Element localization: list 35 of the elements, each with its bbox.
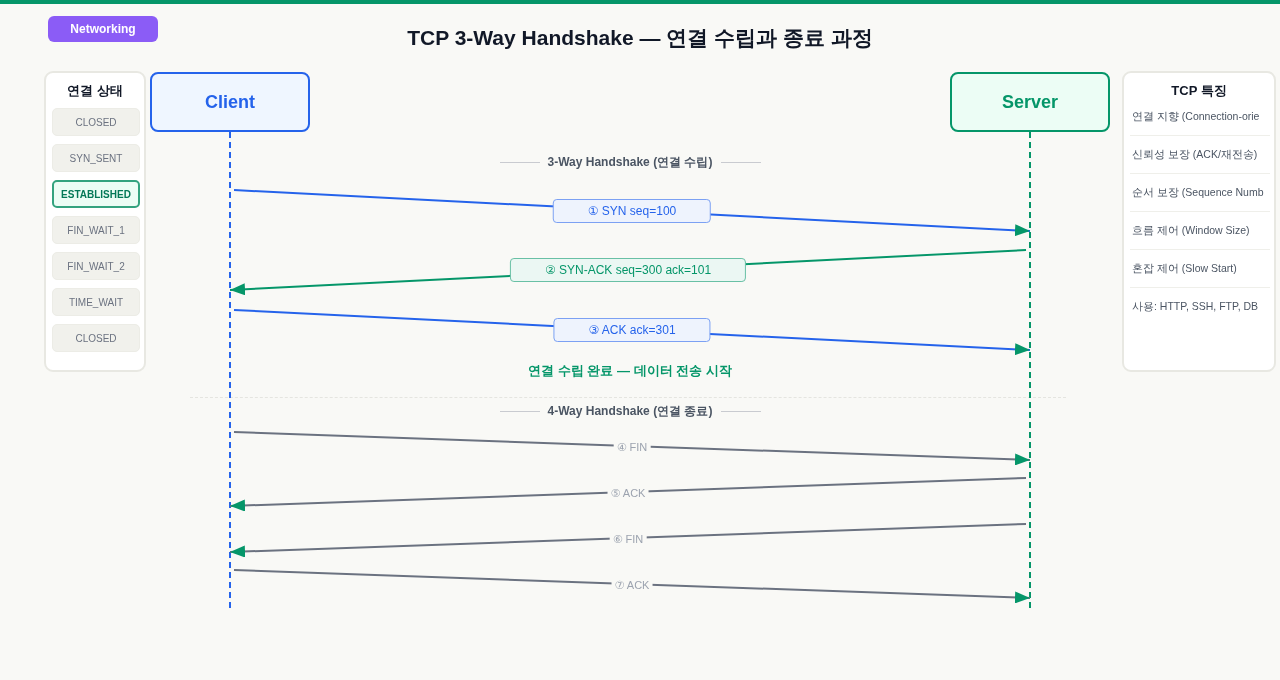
message-label: ⑤ ACK <box>607 486 649 500</box>
arrow <box>229 477 1027 512</box>
state-box: SYN_SENT <box>52 144 140 172</box>
feature-item: 순서 보장 (Sequence Numb <box>1132 185 1264 199</box>
state-box: FIN_WAIT_2 <box>52 252 140 280</box>
diagram-title: TCP 3-Way Handshake — 연결 수립과 종료 과정 <box>407 25 873 51</box>
feature-item: 흐름 제어 (Window Size) <box>1132 223 1250 237</box>
state-box: CLOSED <box>52 108 140 136</box>
arrow <box>233 569 1031 604</box>
participant-box: Client <box>150 72 310 132</box>
section-heading: 4-Way Handshake (연결 종료) <box>547 402 713 420</box>
state-box: TIME_WAIT <box>52 288 140 316</box>
panel-heading: TCP 특징 <box>1171 82 1227 100</box>
section-heading: 3-Way Handshake (연결 수립) <box>547 153 713 171</box>
message-label: ⑥ FIN <box>609 532 647 546</box>
message-label: ② SYN-ACK seq=300 ack=101 <box>509 258 747 282</box>
state-box: ESTABLISHED <box>52 180 140 208</box>
feature-panel <box>1122 71 1276 372</box>
state-box: CLOSED <box>52 324 140 352</box>
feature-item: 연결 지향 (Connection-orie <box>1132 109 1260 123</box>
message-label: ③ ACK ack=301 <box>553 318 711 342</box>
arrow <box>229 523 1027 558</box>
feature-item: 혼잡 제어 (Slow Start) <box>1132 261 1237 275</box>
feature-item: 사용: HTTP, SSH, FTP, DB <box>1132 299 1259 313</box>
feature-item: 신뢰성 보장 (ACK/재전송) <box>1132 147 1258 161</box>
state-box: FIN_WAIT_1 <box>52 216 140 244</box>
participant-box: Server <box>950 72 1110 132</box>
panel-heading: 연결 상태 <box>67 82 123 100</box>
state-panel <box>44 71 146 372</box>
arrow <box>233 431 1031 466</box>
message-label: ⑦ ACK <box>611 578 653 592</box>
category-tag: Networking <box>48 16 158 42</box>
status-note: 연결 수립 완료 — 데이터 전송 시작 <box>528 362 732 380</box>
message-label: ① SYN seq=100 <box>552 198 712 223</box>
message-label: ④ FIN <box>613 440 651 454</box>
